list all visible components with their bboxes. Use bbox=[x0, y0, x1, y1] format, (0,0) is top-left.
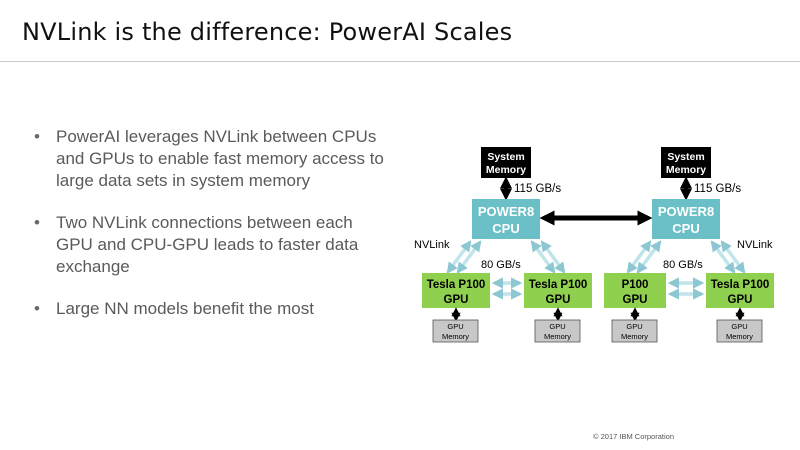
copyright-footer: © 2017 IBM Corporation bbox=[593, 432, 674, 441]
bullet-dot-icon: • bbox=[34, 299, 40, 318]
left-nvlink-cpu-gpu-b-2 bbox=[540, 240, 566, 274]
left-gpu-b-memory-label-1: GPU bbox=[549, 322, 565, 331]
right-nvlink-cpu-gpu-a-2 bbox=[636, 240, 662, 274]
bullet-text: PowerAI leverages NVLink between CPUs an… bbox=[56, 127, 384, 190]
bullet-item: • Large NN models benefit the most bbox=[34, 298, 394, 320]
bullet-dot-icon: • bbox=[34, 213, 40, 232]
left-cpu-box bbox=[472, 199, 540, 239]
nvlink-diagram: System Memory 115 GB/s POWER8 CPU NVLink… bbox=[414, 147, 774, 343]
left-cpu-label-1: POWER8 bbox=[478, 204, 534, 219]
left-system-memory-box bbox=[481, 147, 531, 178]
left-gpu-bandwidth: 80 GB/s bbox=[481, 259, 521, 271]
left-cpu-bandwidth: 115 GB/s bbox=[514, 183, 561, 195]
right-nvlink-label: NVLink bbox=[737, 239, 773, 251]
left-gpu-a-label-2: GPU bbox=[444, 294, 469, 306]
right-gpu-b-memory-label-2: Memory bbox=[726, 332, 753, 341]
slide-title: NVLink is the difference: PowerAI Scales bbox=[22, 18, 513, 46]
left-system-memory-label-2: Memory bbox=[486, 164, 526, 176]
left-gpu-b-label-1: Tesla P100 bbox=[529, 279, 588, 291]
bullet-item: • Two NVLink connections between each GPU… bbox=[34, 212, 394, 278]
left-nvlink-label: NVLink bbox=[414, 239, 450, 251]
left-nvlink-cpu-gpu-b-1 bbox=[530, 240, 556, 274]
right-node: System Memory 115 GB/s POWER8 CPU NVLink… bbox=[604, 147, 774, 343]
right-gpu-a-memory-label-2: Memory bbox=[621, 332, 648, 341]
right-gpu-a-memory-box bbox=[611, 319, 658, 343]
right-nvlink-cpu-gpu-b-1 bbox=[710, 240, 736, 274]
left-gpu-b-label-2: GPU bbox=[546, 294, 571, 306]
left-nvlink-cpu-gpu-a-2 bbox=[456, 240, 482, 274]
left-gpu-a-label-1: Tesla P100 bbox=[427, 279, 486, 291]
right-gpu-b-label-2: GPU bbox=[728, 294, 753, 306]
bullet-item: • PowerAI leverages NVLink between CPUs a… bbox=[34, 126, 394, 192]
right-system-memory-label-1: System bbox=[667, 151, 704, 163]
left-gpu-a-memory-box bbox=[432, 319, 479, 343]
bullet-text: Two NVLink connections between each GPU … bbox=[56, 213, 359, 276]
right-system-memory-box bbox=[661, 147, 711, 178]
left-nvlink-cpu-gpu-a-1 bbox=[446, 240, 472, 274]
right-gpu-b-memory-box bbox=[716, 319, 763, 343]
left-node: System Memory 115 GB/s POWER8 CPU NVLink… bbox=[414, 147, 592, 343]
right-system-memory-label-2: Memory bbox=[666, 164, 706, 176]
right-nvlink-cpu-gpu-a-1 bbox=[626, 240, 652, 274]
right-cpu-label-1: POWER8 bbox=[658, 204, 714, 219]
right-gpu-bandwidth: 80 GB/s bbox=[663, 259, 703, 271]
left-gpu-b-box bbox=[524, 273, 592, 308]
right-gpu-a-memory-label-1: GPU bbox=[626, 322, 642, 331]
bullet-list: • PowerAI leverages NVLink between CPUs a… bbox=[34, 126, 394, 340]
right-cpu-label-2: CPU bbox=[672, 221, 699, 236]
left-system-memory-label-1: System bbox=[487, 151, 524, 163]
left-gpu-b-memory-box bbox=[534, 319, 581, 343]
right-cpu-bandwidth: 115 GB/s bbox=[694, 183, 741, 195]
left-gpu-a-box bbox=[422, 273, 490, 308]
bullet-text: Large NN models benefit the most bbox=[56, 299, 314, 318]
right-cpu-box bbox=[652, 199, 720, 239]
right-gpu-b-box bbox=[706, 273, 774, 308]
left-gpu-b-memory-label-2: Memory bbox=[544, 332, 571, 341]
right-nvlink-cpu-gpu-b-2 bbox=[720, 240, 746, 274]
right-gpu-a-label-1: P100 bbox=[622, 279, 649, 291]
right-gpu-b-label-1: Tesla P100 bbox=[711, 279, 770, 291]
right-gpu-a-label-2: GPU bbox=[623, 294, 648, 306]
right-gpu-b-memory-label-1: GPU bbox=[731, 322, 747, 331]
left-gpu-a-memory-label-2: Memory bbox=[442, 332, 469, 341]
left-gpu-a-memory-label-1: GPU bbox=[447, 322, 463, 331]
title-divider bbox=[0, 61, 800, 62]
right-gpu-a-box bbox=[604, 273, 666, 308]
left-cpu-label-2: CPU bbox=[492, 221, 519, 236]
bullet-dot-icon: • bbox=[34, 127, 40, 146]
